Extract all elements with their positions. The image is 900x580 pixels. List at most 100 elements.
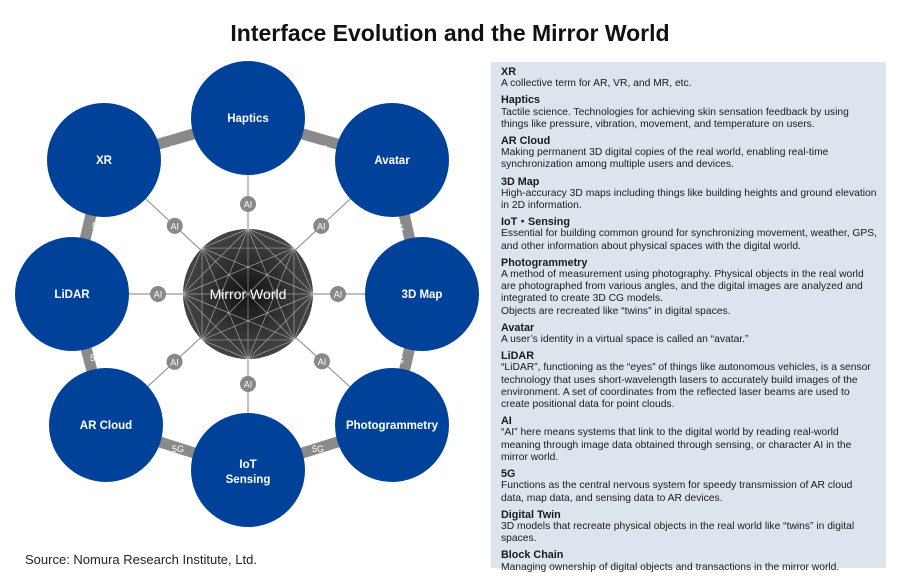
5g-label: 5G <box>392 223 404 233</box>
node-haptics: Haptics <box>191 61 305 175</box>
ai-label: AI <box>171 221 180 231</box>
sphere-mesh-line <box>293 247 314 295</box>
glossary-term: AR Cloud <box>501 135 551 148</box>
ai-badge-circle <box>150 286 166 302</box>
ai-label: AI <box>334 290 343 300</box>
glossary-term: 3D Map <box>501 175 540 188</box>
glossary-term: Photogrammetry <box>501 256 588 269</box>
page-title: Interface Evolution and the Mirror World <box>230 20 670 46</box>
glossary-term: 5G <box>501 468 516 481</box>
sphere-mesh-line <box>201 293 314 341</box>
node-label: Photogrammetry <box>346 420 439 432</box>
node-ar-cloud: AR Cloud <box>49 368 163 482</box>
sphere-mesh-line <box>201 247 249 360</box>
glossary-term: IoT・Sensing <box>501 216 570 229</box>
sphere-mesh-line <box>293 293 314 341</box>
node-circle <box>191 61 305 175</box>
node-circle <box>335 368 449 482</box>
ai-badge-circle <box>166 217 183 234</box>
ai-label: AI <box>170 357 179 367</box>
node-label: LiDAR <box>54 289 90 301</box>
glossary-term: XR <box>501 66 516 78</box>
sphere-mesh-line <box>201 228 249 341</box>
sphere-mesh-line <box>247 247 295 360</box>
sphere-mesh-line <box>182 293 295 341</box>
glossary-desc: Tactile science. Technologies for achiev… <box>501 106 849 130</box>
ai-badge: AI <box>313 353 330 370</box>
glossary-term: AI <box>501 415 512 428</box>
glossary-desc: Functions as the central nervous system … <box>501 480 853 504</box>
ai-badge: AI <box>330 286 346 302</box>
center-label: Mirror World <box>210 286 287 302</box>
node-3d-map: 3D Map <box>365 237 479 351</box>
ai-badge: AI <box>166 217 183 234</box>
sphere-mesh-line <box>182 247 203 295</box>
glossary-desc: “AI” here means systems that link to the… <box>501 427 852 463</box>
glossary-desc: Making permanent 3D digital copies of th… <box>501 147 829 171</box>
glossary-desc: A collective term for AR, VR, and MR, et… <box>501 78 692 90</box>
glossary-desc: “LiDAR”, functioning as the “eyes” of th… <box>501 362 871 411</box>
node-circle <box>49 368 163 482</box>
node-avatar: Avatar <box>335 103 449 217</box>
glossary-term: LiDAR <box>501 350 534 363</box>
ai-badge-circle <box>330 286 346 302</box>
mirror-world-sphere: Mirror World <box>182 228 314 360</box>
ai-label: AI <box>244 200 253 210</box>
5g-label: 5G <box>170 144 182 154</box>
sphere-mesh-line <box>201 247 314 295</box>
node-circle <box>191 413 305 527</box>
glossary-term: Block Chain <box>501 549 564 562</box>
glossary-term: Digital Twin <box>501 508 561 521</box>
sphere-mesh-line <box>201 339 249 360</box>
sphere-mesh-line <box>247 339 295 360</box>
node-label: XR <box>96 155 113 167</box>
node-photogrammetry: Photogrammetry <box>335 368 449 482</box>
ai-badge: AI <box>150 286 166 302</box>
ai-label: AI <box>317 221 326 231</box>
ai-label: AI <box>154 290 163 300</box>
5g-label: 5G <box>312 444 324 454</box>
sphere-mesh-line <box>247 228 295 341</box>
ai-badge: AI <box>240 196 256 212</box>
node-label: AR Cloud <box>80 420 132 432</box>
node-label: 3D Map <box>402 289 443 301</box>
ai-badge: AI <box>240 376 256 392</box>
ai-badge-circle <box>166 353 183 370</box>
glossary-term: Haptics <box>501 94 541 107</box>
5g-label: 5G <box>316 144 328 154</box>
node-label: Avatar <box>374 155 410 167</box>
ai-badge: AI <box>313 217 330 234</box>
ai-label: AI <box>244 380 253 390</box>
glossary-item: LiDAR“LiDAR”, functioning as the “eyes” … <box>501 350 878 411</box>
node-xr: XR <box>47 103 161 217</box>
node-circle <box>365 237 479 351</box>
ai-badge-circle <box>313 353 330 370</box>
glossary-term: Avatar <box>501 321 535 334</box>
node-circle <box>335 103 449 217</box>
glossary-desc: High-accuracy 3D maps including things l… <box>501 187 877 212</box>
ai-badge-circle <box>240 376 256 392</box>
glossary-item: AI“AI” here means systems that link to t… <box>501 415 878 464</box>
node-circle <box>15 237 129 351</box>
node-label: Haptics <box>227 113 269 125</box>
glossary-desc: Managing ownership of digital objects an… <box>501 561 840 573</box>
5g-label: 5G <box>92 221 104 231</box>
ai-badge-circle <box>240 196 256 212</box>
sphere-mesh-line <box>182 293 249 360</box>
glossary-desc: A user’s identity in a virtual space is … <box>501 334 749 346</box>
source-note: Source: Nomura Research Institute, Ltd. <box>25 552 257 567</box>
node-label: Sensing <box>226 474 271 486</box>
